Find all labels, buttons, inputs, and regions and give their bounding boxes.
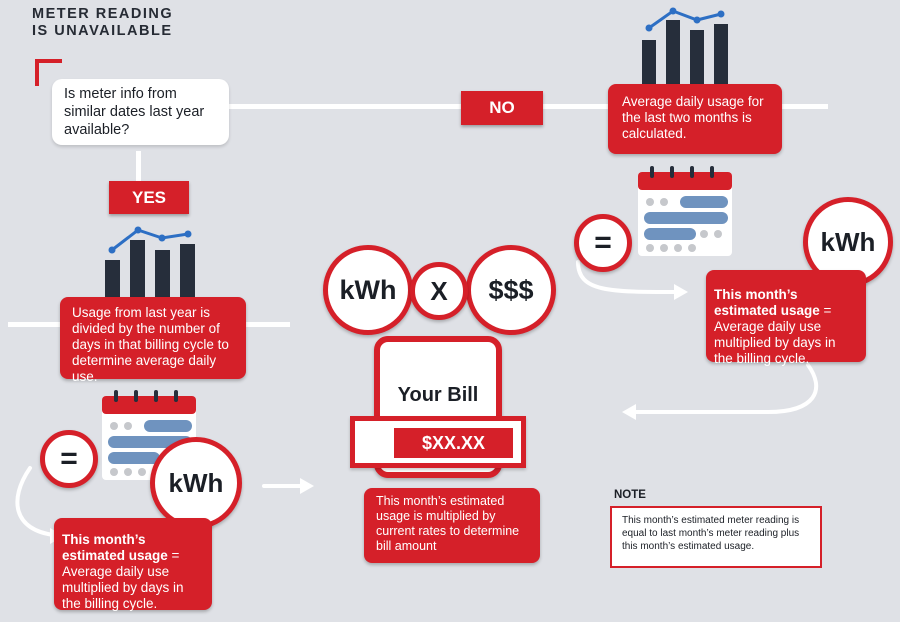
equals-circle: = <box>574 214 632 272</box>
equals-circle: = <box>40 430 98 488</box>
bar-chart-icon <box>642 7 728 90</box>
yes-label: YES <box>109 181 189 214</box>
times-circle: X <box>410 262 468 320</box>
yes-path-usage-box: Usage from last year is divided by the n… <box>60 297 246 384</box>
yes-path-estimate-box: This month’s estimated usage = Average d… <box>54 518 212 611</box>
bill-description: This month’s estimated usage is multipli… <box>364 488 540 563</box>
corner-bracket-icon <box>35 59 62 86</box>
connector-line <box>780 104 828 109</box>
connector-line <box>136 151 141 181</box>
connector-line <box>543 104 611 109</box>
question-box: Is meter info from similar dates last ye… <box>52 79 229 145</box>
connector-line <box>8 322 60 327</box>
calendar-icon <box>638 166 732 256</box>
connector-line <box>246 322 290 327</box>
rate-circle: $$$ <box>466 245 556 335</box>
no-path-estimate-box: This month’s estimated usage = Average d… <box>706 270 866 366</box>
bill-kwh-circle: kWh <box>323 245 413 335</box>
no-label: NO <box>461 91 543 125</box>
page-title: METER READING IS UNAVAILABLE <box>32 6 174 39</box>
bill-heading: Your Bill <box>397 384 479 406</box>
connector-line <box>228 104 462 109</box>
no-path-usage-box: Average daily usage for the last two mon… <box>608 84 782 154</box>
note-box: This month’s estimated meter reading is … <box>610 506 822 568</box>
kwh-circle: kWh <box>150 437 242 529</box>
bar-chart-icon <box>105 226 195 302</box>
bill-amount: $XX.XX <box>394 428 513 458</box>
note-heading: NOTE <box>614 489 646 501</box>
